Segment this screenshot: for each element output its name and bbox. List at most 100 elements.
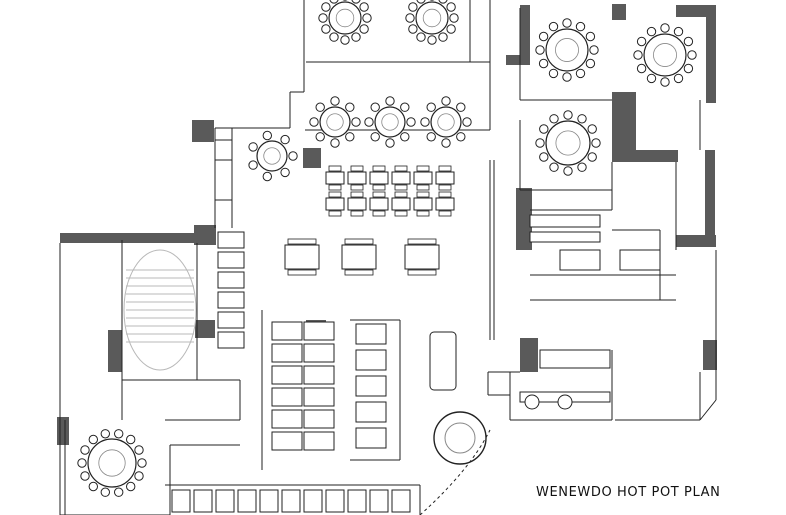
chair — [328, 210, 342, 217]
chair — [591, 138, 601, 148]
table-top — [374, 106, 406, 138]
chair — [344, 238, 374, 245]
chair — [438, 184, 452, 191]
bench-seat — [237, 489, 257, 513]
chair — [577, 162, 587, 172]
partition-lines — [59, 0, 717, 515]
chair — [248, 142, 258, 152]
wall-block — [676, 235, 716, 247]
chair — [438, 165, 452, 172]
chair — [646, 26, 657, 37]
table-top — [413, 171, 433, 185]
table-top — [643, 33, 687, 77]
chair — [248, 160, 258, 170]
chair — [416, 32, 426, 42]
round-table — [318, 0, 372, 45]
chair — [575, 21, 586, 32]
stair-outline — [123, 249, 197, 371]
chair — [350, 165, 364, 172]
table-top — [391, 171, 411, 185]
chair — [280, 167, 290, 178]
round-table — [405, 0, 459, 45]
chair — [683, 63, 694, 74]
booth-seat — [271, 365, 303, 385]
booth-seat — [271, 343, 303, 363]
kitchen-counter — [529, 231, 601, 243]
chair — [345, 102, 355, 112]
chair — [372, 165, 386, 172]
wall-block — [703, 340, 717, 370]
bench-seat — [259, 489, 279, 513]
chair — [456, 132, 466, 142]
wall-block — [612, 4, 626, 20]
table-top — [328, 1, 362, 35]
table-top — [545, 28, 589, 72]
table-top — [413, 197, 433, 211]
table-top — [341, 244, 377, 270]
table-top — [435, 171, 455, 185]
table-top — [404, 244, 440, 270]
stair — [123, 249, 197, 371]
round-table — [535, 18, 599, 82]
kitchen-counter — [619, 249, 661, 271]
display-counter — [429, 331, 457, 391]
lazy-susan — [326, 113, 344, 131]
lazy-susan — [263, 147, 281, 165]
booth-seat — [355, 427, 387, 449]
chair — [456, 102, 466, 112]
chair — [587, 124, 597, 134]
table-top — [430, 106, 462, 138]
chair — [88, 434, 99, 445]
booth-seat — [355, 375, 387, 397]
chair — [683, 36, 694, 47]
square-table — [325, 165, 345, 191]
chair — [372, 191, 386, 198]
partition-line — [699, 399, 717, 421]
chair — [407, 238, 437, 245]
circular-bar — [433, 411, 487, 465]
chair — [262, 171, 272, 182]
chair — [394, 165, 408, 172]
square-table — [341, 238, 377, 276]
bench-seat — [171, 489, 191, 513]
chair — [446, 2, 456, 12]
table-top — [545, 120, 591, 166]
wall-block — [192, 120, 214, 142]
chair — [134, 445, 144, 455]
chair — [438, 32, 448, 42]
lazy-susan — [555, 38, 579, 62]
wall-block — [520, 338, 538, 372]
chair — [646, 73, 657, 84]
wall-block — [516, 188, 532, 250]
chair — [280, 134, 290, 145]
table-top — [87, 438, 137, 488]
booth-seat — [303, 387, 335, 407]
chair — [577, 114, 587, 124]
round-table — [535, 110, 601, 176]
chair — [420, 117, 430, 127]
chair — [329, 32, 339, 42]
chair — [538, 31, 549, 42]
square-table — [435, 191, 455, 217]
round-table — [77, 429, 147, 497]
chair — [372, 210, 386, 217]
square-table — [325, 191, 345, 217]
chair — [548, 68, 559, 79]
chair — [539, 124, 549, 134]
chair — [416, 210, 430, 217]
chair — [350, 184, 364, 191]
wall-block — [60, 233, 213, 243]
chair — [88, 481, 99, 492]
table-top — [256, 140, 288, 172]
chair — [262, 130, 272, 141]
chair — [438, 0, 448, 4]
chair — [126, 434, 136, 445]
square-table — [391, 165, 411, 191]
wall-block — [194, 225, 216, 245]
chair — [549, 114, 559, 124]
chair — [406, 117, 416, 127]
chair — [535, 138, 545, 148]
bench-seat — [347, 489, 367, 513]
chair — [288, 151, 298, 161]
